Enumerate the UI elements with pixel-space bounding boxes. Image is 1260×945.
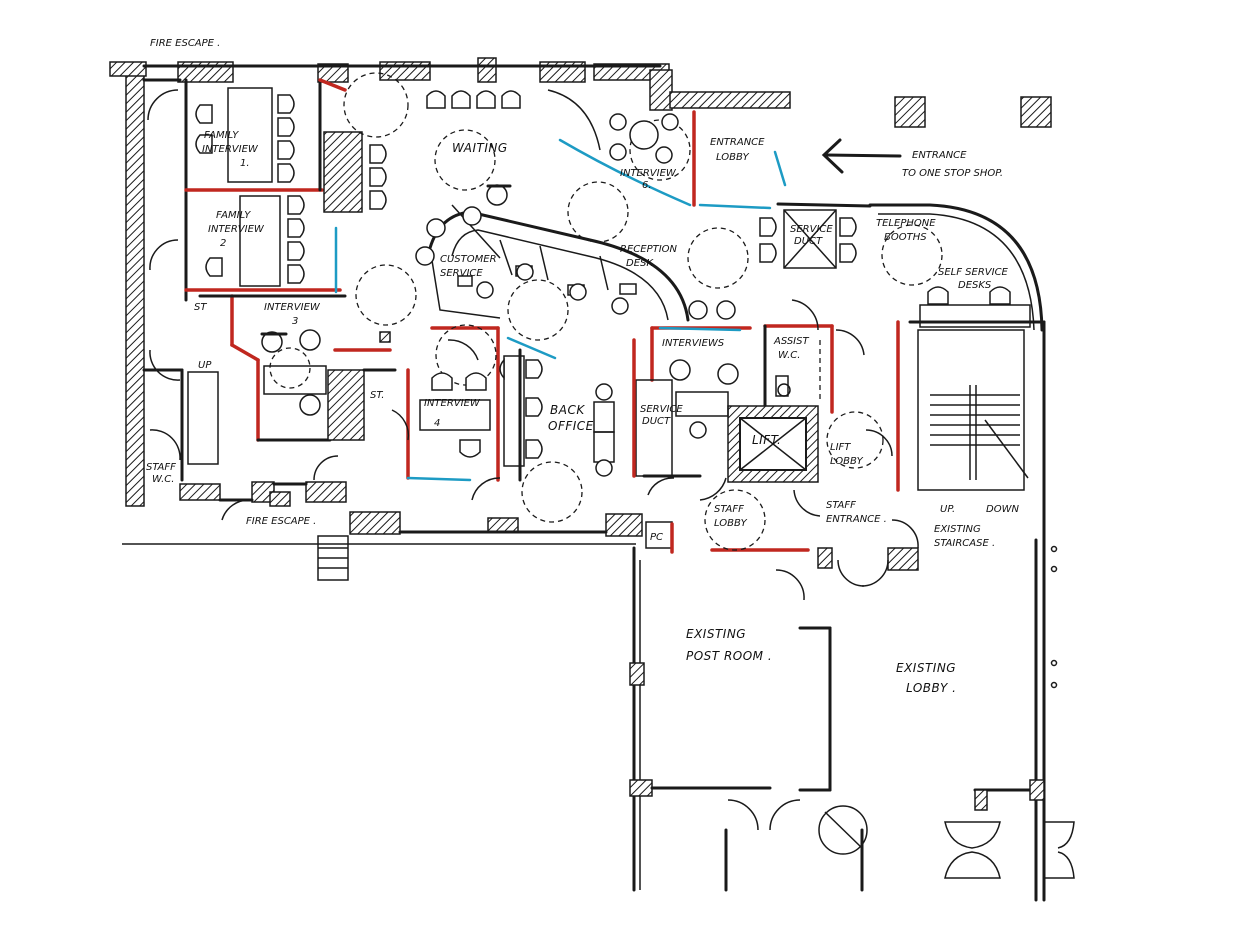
label-family-interview-1-line3: 1.	[240, 158, 250, 169]
label-up-right: UP.	[940, 504, 955, 515]
label-staff-entrance-line2: ENTRANCE .	[826, 514, 887, 525]
label-staff-entrance-line1: STAFF	[826, 500, 856, 511]
furniture	[195, 87, 1031, 581]
label-family-interview-2-line1: FAMILY	[216, 210, 251, 221]
door-swings	[147, 89, 919, 831]
label-service-duct-top-line1: SERVICE	[790, 224, 833, 235]
label-reception-desk-line2: DESK	[626, 258, 654, 269]
label-family-interview-2-line2: INTERVIEW	[208, 224, 265, 235]
label-st-mid: ST.	[370, 390, 384, 401]
label-back-office-line1: BACK	[550, 403, 585, 417]
label-self-service-desks-line1: SELF SERVICE	[938, 267, 1009, 278]
label-telephone-booths-line1: TELEPHONE	[876, 218, 936, 229]
label-telephone-booths-line2: BOOTHS	[884, 232, 927, 243]
label-waiting: WAITING	[452, 141, 508, 155]
label-family-interview-2-line3: 2	[220, 238, 226, 249]
label-lift-lobby-line1: LIFT	[830, 442, 851, 453]
label-entrance-lobby-line2: LOBBY	[716, 152, 750, 163]
label-interview-4-line2: 4	[434, 418, 440, 429]
label-service-duct-top-line2: DUCT	[794, 236, 823, 247]
label-up-left: UP	[198, 360, 212, 371]
label-interview-4-line1: INTERVIEW	[424, 398, 481, 409]
label-interview-3-line2: 3	[292, 316, 298, 327]
label-fire-escape-top: FIRE ESCAPE .	[150, 38, 220, 49]
label-service-duct-mid-line1: SERVICE	[640, 404, 683, 415]
label-existing-lobby-line1: EXISTING	[896, 661, 956, 675]
label-staff-wc-line1: STAFF	[146, 462, 176, 473]
label-lift: LIFT.	[752, 433, 781, 447]
label-existing-staircase-line2: STAIRCASE .	[934, 538, 995, 549]
label-st-left: ST	[194, 302, 207, 313]
label-assist-wc-line1: ASSIST	[773, 336, 809, 347]
label-entrance-lobby-line1: ENTRANCE	[710, 137, 765, 148]
label-entrance-note-line1: ENTRANCE	[912, 150, 967, 161]
column-2	[1020, 96, 1052, 128]
label-interview-3-line1: INTERVIEW	[264, 302, 321, 313]
label-self-service-desks-line2: DESKS	[958, 280, 992, 291]
label-staff-wc-line2: W.C.	[152, 474, 174, 485]
label-back-office-line2: OFFICE	[548, 419, 594, 433]
interior-partitions	[142, 78, 1046, 902]
label-customer-service-line1: CUSTOMER	[440, 254, 497, 265]
label-assist-wc-line2: W.C.	[778, 350, 800, 361]
label-existing-post-room-line1: EXISTING	[686, 627, 746, 641]
label-pc: PC	[650, 532, 663, 543]
label-existing-staircase-line1: EXISTING	[934, 524, 981, 535]
label-staff-lobby-line2: LOBBY	[714, 518, 748, 529]
label-existing-post-room-line2: POST ROOM .	[686, 649, 772, 663]
label-staff-lobby-line1: STAFF	[714, 504, 744, 515]
existing-rooms	[629, 545, 1075, 892]
label-fire-escape-bottom: FIRE ESCAPE .	[246, 516, 316, 527]
label-interviews-5: INTERVIEWS	[662, 338, 725, 349]
outer-walls	[109, 57, 791, 545]
label-reception-desk-line1: RECEPTION	[620, 244, 678, 255]
room-labels: FIRE ESCAPE . FAMILY INTERVIEW 1. FAMILY…	[146, 38, 1019, 695]
label-lift-lobby-line2: LOBBY	[830, 456, 864, 467]
label-family-interview-1-line1: FAMILY	[204, 130, 239, 141]
column-1	[894, 96, 926, 128]
label-entrance-note-line2: TO ONE STOP SHOP.	[902, 168, 1003, 179]
label-down-right: DOWN	[986, 504, 1019, 515]
label-service-duct-mid-line2: DUCT	[642, 416, 671, 427]
label-interview-6-line1: INTERVIEW	[620, 168, 677, 179]
label-existing-lobby-line2: LOBBY .	[906, 681, 956, 695]
label-family-interview-1-line2: INTERVIEW	[202, 144, 259, 155]
label-customer-service-line2: SERVICE	[440, 268, 483, 279]
label-interview-6-line2: 6.	[642, 180, 652, 191]
